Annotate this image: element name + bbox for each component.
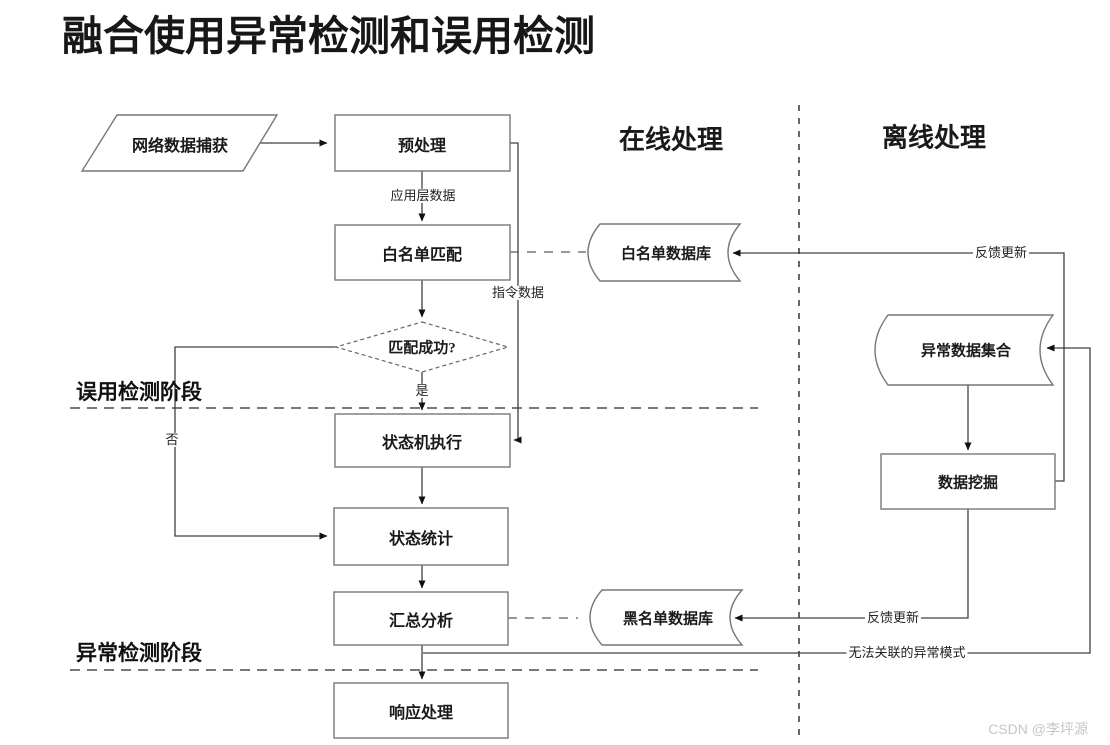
edge-label-no: 否 — [163, 431, 181, 448]
node-whitelist-db-storeddata — [587, 223, 742, 282]
node-match-success-diamond — [333, 321, 511, 373]
edge-label-feedback-update-bottom: 反馈更新 — [864, 609, 922, 626]
node-response-label: 响应处理 — [388, 705, 454, 722]
edge-mining-feedback-to-whitelistdb — [732, 249, 1065, 482]
lane-header-online: 在线处理 — [618, 125, 724, 155]
node-anomaly-set-storeddata — [874, 314, 1055, 386]
node-response-box — [333, 682, 509, 739]
phase-label-misuse: 误用检测阶段 — [76, 381, 202, 404]
edge-mining-feedback-to-blacklistdb — [734, 509, 969, 622]
node-state-stats-box — [333, 507, 509, 566]
edge-label-feedback-update-top: 反馈更新 — [972, 244, 1030, 261]
node-capture-parallelogram — [80, 114, 279, 172]
edge-label-unlinked-pattern: 无法关联的异常模式 — [846, 644, 968, 661]
node-blacklist-db-label: 黑名单数据库 — [622, 611, 714, 628]
page-title: 融合使用异常检测和误用检测 — [62, 13, 595, 59]
edge-unlinked-pattern-to-anomalyset — [423, 344, 1091, 654]
node-state-stats-label: 状态统计 — [388, 531, 454, 548]
csdn-watermark: CSDN @李坪源 — [988, 721, 1088, 737]
node-blacklist-db-storeddata — [589, 589, 744, 646]
node-whitelist-match-box — [334, 224, 511, 281]
node-data-mining-label: 数据挖掘 — [937, 475, 999, 492]
edge-label-app-layer-data: 应用层数据 — [388, 187, 458, 204]
node-capture-label: 网络数据捕获 — [131, 138, 229, 155]
node-summary-analysis-box — [333, 591, 509, 646]
node-summary-analysis-label: 汇总分析 — [388, 613, 454, 630]
edge-label-yes: 是 — [413, 382, 431, 399]
node-whitelist-db-label: 白名单数据库 — [620, 246, 712, 263]
node-whitelist-match-label: 白名单匹配 — [381, 247, 463, 264]
node-state-machine-box — [334, 413, 511, 468]
node-match-success-label: 匹配成功? — [388, 340, 456, 357]
lane-header-offline: 离线处理 — [881, 123, 987, 153]
node-preprocess-label: 预处理 — [397, 138, 447, 155]
node-anomaly-set-label: 异常数据集合 — [920, 343, 1012, 360]
node-data-mining-box — [880, 453, 1056, 510]
phase-label-anomaly: 异常检测阶段 — [76, 642, 202, 665]
node-state-machine-label: 状态机执行 — [381, 435, 463, 452]
edge-label-instruction-data: 指令数据 — [489, 284, 547, 301]
node-preprocess-box — [334, 114, 511, 172]
